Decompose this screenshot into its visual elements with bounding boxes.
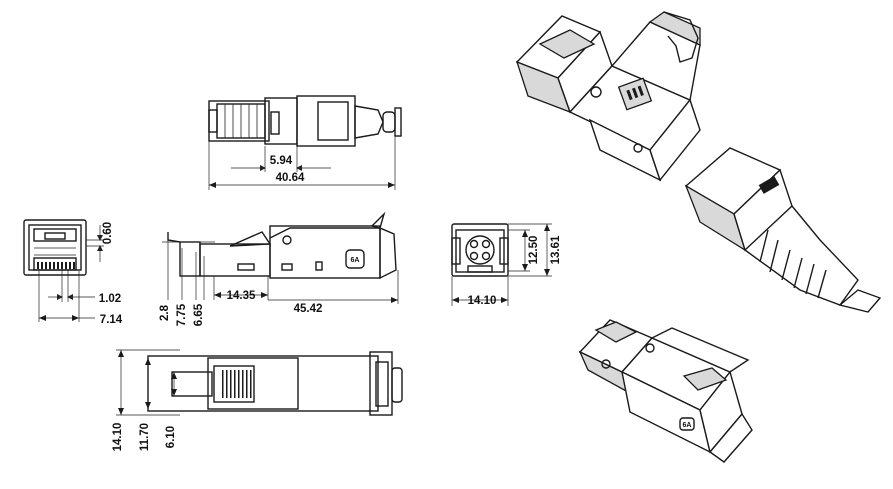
dim-rear-height-b: 13.61 (550, 235, 562, 264)
dim-top-total-length: 40.64 (276, 172, 305, 184)
side-view: 6A 2.8 7.75 6.65 14.35 45.42 (159, 211, 399, 326)
dim-side-length-a: 14.35 (227, 290, 256, 302)
dim-side-h3: 6.65 (193, 303, 205, 326)
isometric-assembled-view: 6A (578, 319, 753, 463)
dim-side-h2: 7.75 (176, 303, 188, 326)
top-view: 5.94 40.64 (208, 95, 402, 190)
dim-top-inner-length: 5.94 (270, 155, 293, 167)
dim-bottom-width: 14.10 (112, 423, 124, 452)
dim-front-pin-width: 1.02 (99, 293, 121, 305)
rear-view: 12.50 13.61 14.10 (451, 223, 562, 307)
dim-side-h1: 2.8 (159, 304, 171, 321)
dim-side-length-total: 45.42 (294, 303, 323, 315)
dim-front-small: 0.60 (102, 222, 114, 244)
category-mark-iso: 6A (683, 422, 692, 429)
bottom-view: 14.10 11.70 6.10 (112, 349, 403, 452)
dim-bottom-contact-width: 6.10 (165, 426, 177, 448)
dim-front-width: 7.14 (100, 314, 123, 326)
dim-rear-width: 14.10 (468, 295, 497, 307)
category-mark-side: 6A (351, 257, 360, 264)
dim-rear-height-a: 12.50 (528, 236, 540, 265)
front-view: 0.60 1.02 7.14 (23, 219, 123, 326)
dim-bottom-inner-width: 11.70 (139, 423, 151, 451)
isometric-exploded-view (515, 11, 882, 313)
